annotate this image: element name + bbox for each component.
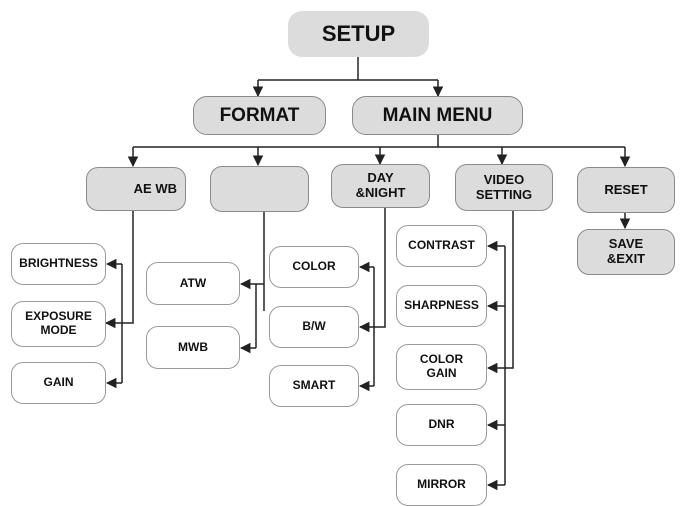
color-gain-node: COLOR GAIN: [396, 344, 487, 390]
video-spine: [486, 211, 514, 374]
smart-node: SMART: [269, 365, 359, 407]
white-balance-node: [210, 166, 309, 212]
exposure-mode-node: EXPOSURE MODE: [11, 301, 106, 347]
bw-node: B/W: [269, 306, 359, 348]
reset-node: RESET: [577, 167, 675, 213]
dnr-node: DNR: [396, 404, 487, 446]
save-exit-node: SAVE &EXIT: [577, 229, 675, 275]
ae-wb-spine: [104, 211, 134, 329]
mirror-node: MIRROR: [396, 464, 487, 506]
format-node: FORMAT: [193, 96, 326, 135]
main-menu-node: MAIN MENU: [352, 96, 523, 135]
sharpness-node: SHARPNESS: [396, 285, 487, 327]
day-night-node: DAY &NIGHT: [331, 164, 430, 208]
brightness-node: BRIGHTNESS: [11, 243, 106, 285]
atw-node: ATW: [146, 262, 240, 305]
setup-node: SETUP: [288, 11, 429, 57]
day-night-spine: [358, 208, 386, 333]
contrast-node: CONTRAST: [396, 225, 487, 267]
ae-wb-node: AE WB: [86, 167, 186, 211]
video-setting-node: VIDEO SETTING: [455, 164, 553, 211]
gain-node: GAIN: [11, 362, 106, 404]
mwb-node: MWB: [146, 326, 240, 369]
color-node: COLOR: [269, 246, 359, 288]
